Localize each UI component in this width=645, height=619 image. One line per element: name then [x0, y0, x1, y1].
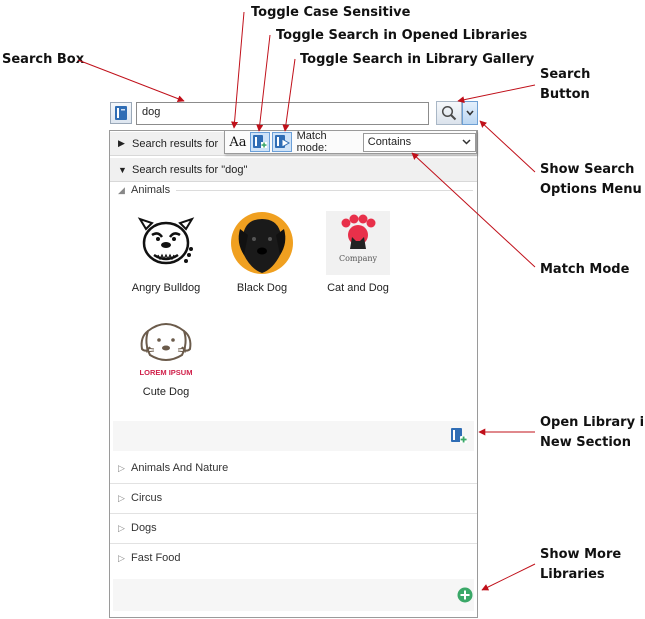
library-item-cute-dog[interactable]: LOREM IPSUM Cute Dog — [116, 315, 216, 398]
match-mode-label: Match mode: — [296, 130, 328, 154]
annotation-show-more-1: Show More — [540, 547, 622, 562]
show-search-options-button[interactable] — [462, 101, 478, 125]
section-label: Animals And Nature — [131, 462, 229, 474]
triangle-collapsed-icon: ▷ — [118, 552, 125, 563]
bulldog-image — [137, 217, 195, 265]
triangle-down-icon: ▼ — [118, 164, 127, 175]
annotation-open-library-1: Open Library in — [540, 415, 645, 430]
triangle-right-icon: ▶ — [118, 138, 125, 148]
section-label: Fast Food — [131, 552, 181, 564]
annotation-show-more-2: Libraries — [540, 567, 605, 582]
toggle-search-library-gallery-button[interactable] — [271, 132, 292, 152]
case-sensitive-icon: Aa — [229, 134, 247, 150]
annotation-toggle-gallery: Toggle Search in Library Gallery — [300, 52, 535, 67]
toggle-case-sensitive-button[interactable]: Aa — [228, 132, 248, 152]
section-header-dogs[interactable]: ▷ Dogs — [110, 519, 477, 537]
library-gallery-icon — [274, 135, 290, 148]
open-library-in-new-section-icon[interactable] — [450, 427, 468, 445]
collapsed-results-label: Search results for — [132, 137, 219, 150]
chevron-down-icon — [462, 139, 471, 145]
section-divider — [110, 543, 477, 544]
annotation-toggle-opened: Toggle Search in Opened Libraries — [276, 28, 528, 43]
match-mode-select[interactable]: Contains — [362, 132, 477, 152]
annotation-toggle-case: Toggle Case Sensitive — [251, 5, 411, 20]
triangle-collapsed-icon: ▷ — [118, 462, 125, 473]
section-divider — [110, 513, 477, 514]
panel-footer — [113, 579, 474, 611]
search-results-panel: ▶ Search results for ▼ Search results fo… — [109, 130, 478, 618]
section-label: Dogs — [131, 522, 157, 534]
section-label: Circus — [131, 492, 163, 504]
section-divider — [110, 483, 477, 484]
section-header-animals-and-nature[interactable]: ▷ Animals And Nature — [110, 459, 477, 477]
annotation-show-options-1: Show Search — [540, 162, 635, 177]
annotation-open-library-2: New Section — [540, 435, 631, 450]
annotation-search-button-2: Button — [540, 87, 590, 102]
match-mode-value: Contains — [367, 136, 412, 148]
triangle-collapsed-icon: ▷ — [118, 522, 125, 533]
library-item-black-dog[interactable]: Black Dog — [212, 211, 312, 294]
search-options-popup: Aa Match mode: Contains — [224, 130, 477, 154]
triangle-collapsed-icon: ▷ — [118, 492, 125, 503]
black-dog-image — [231, 212, 293, 274]
section-divider — [176, 189, 473, 191]
search-input-value: dog — [142, 106, 161, 118]
item-label: Angry Bulldog — [131, 282, 201, 294]
section-header-animals[interactable]: ◢ Animals — [110, 181, 477, 199]
magnifier-icon — [441, 105, 457, 121]
annotation-search-button-1: Search — [540, 67, 591, 82]
item-label: Cat and Dog — [327, 282, 389, 294]
annotation-search-box: Search Box — [2, 52, 85, 67]
annotation-match-mode: Match Mode — [540, 262, 630, 277]
expanded-results-label: Search results for "dog" — [132, 163, 248, 176]
chevron-down-icon — [466, 110, 474, 116]
section-header-fast-food[interactable]: ▷ Fast Food — [110, 549, 477, 567]
expanded-results-header[interactable]: ▼ Search results for "dog" — [110, 158, 477, 182]
company-logo-text: Company — [339, 254, 378, 263]
search-input[interactable]: dog — [136, 102, 429, 125]
annotation-show-options-2: Options Menu — [540, 182, 642, 197]
item-label: Black Dog — [236, 282, 288, 294]
cat-and-dog-logo-image: Company — [326, 211, 390, 275]
item-label: Cute Dog — [142, 386, 190, 398]
cute-dog-image: LOREM IPSUM — [140, 323, 193, 377]
show-more-libraries-icon[interactable] — [457, 587, 473, 603]
search-button[interactable] — [436, 101, 462, 125]
opened-libraries-icon — [252, 135, 267, 148]
library-gallery-button[interactable] — [110, 102, 132, 124]
library-book-icon — [115, 106, 127, 120]
library-item-angry-bulldog[interactable]: Angry Bulldog — [116, 211, 216, 294]
lorem-ipsum-logo-text: LOREM IPSUM — [140, 368, 193, 377]
library-item-cat-and-dog[interactable]: Company Cat and Dog — [308, 211, 408, 294]
toggle-search-opened-libraries-button[interactable] — [249, 132, 270, 152]
section-label: Animals — [131, 184, 171, 196]
library-section-footer — [113, 421, 474, 451]
triangle-expanded-icon: ◢ — [118, 184, 125, 195]
section-header-circus[interactable]: ▷ Circus — [110, 489, 477, 507]
